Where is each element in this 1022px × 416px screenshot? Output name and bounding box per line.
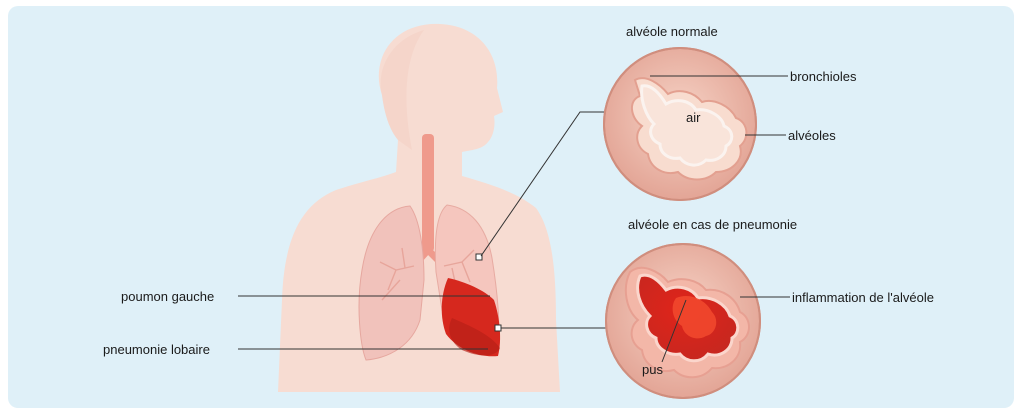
- trachea: [422, 134, 434, 252]
- pneumonia-alveolus-title: alvéole en cas de pneumonie: [628, 217, 797, 232]
- body-silhouette: [278, 24, 560, 392]
- marker-normal: [476, 254, 482, 260]
- pus-label: pus: [642, 362, 663, 377]
- pneumonia-alveolus: [606, 244, 760, 398]
- alveoles-label: alvéoles: [788, 128, 836, 143]
- marker-infected: [495, 325, 501, 331]
- normal-alveolus-title: alvéole normale: [626, 24, 718, 39]
- left-lung-label: poumon gauche: [121, 289, 214, 304]
- normal-alveolus: [604, 48, 756, 200]
- inflammation-label: inflammation de l'alvéole: [792, 290, 934, 305]
- bronchioles-label: bronchioles: [790, 69, 857, 84]
- lobar-pneumonia-label: pneumonie lobaire: [103, 342, 210, 357]
- air-label: air: [686, 110, 701, 125]
